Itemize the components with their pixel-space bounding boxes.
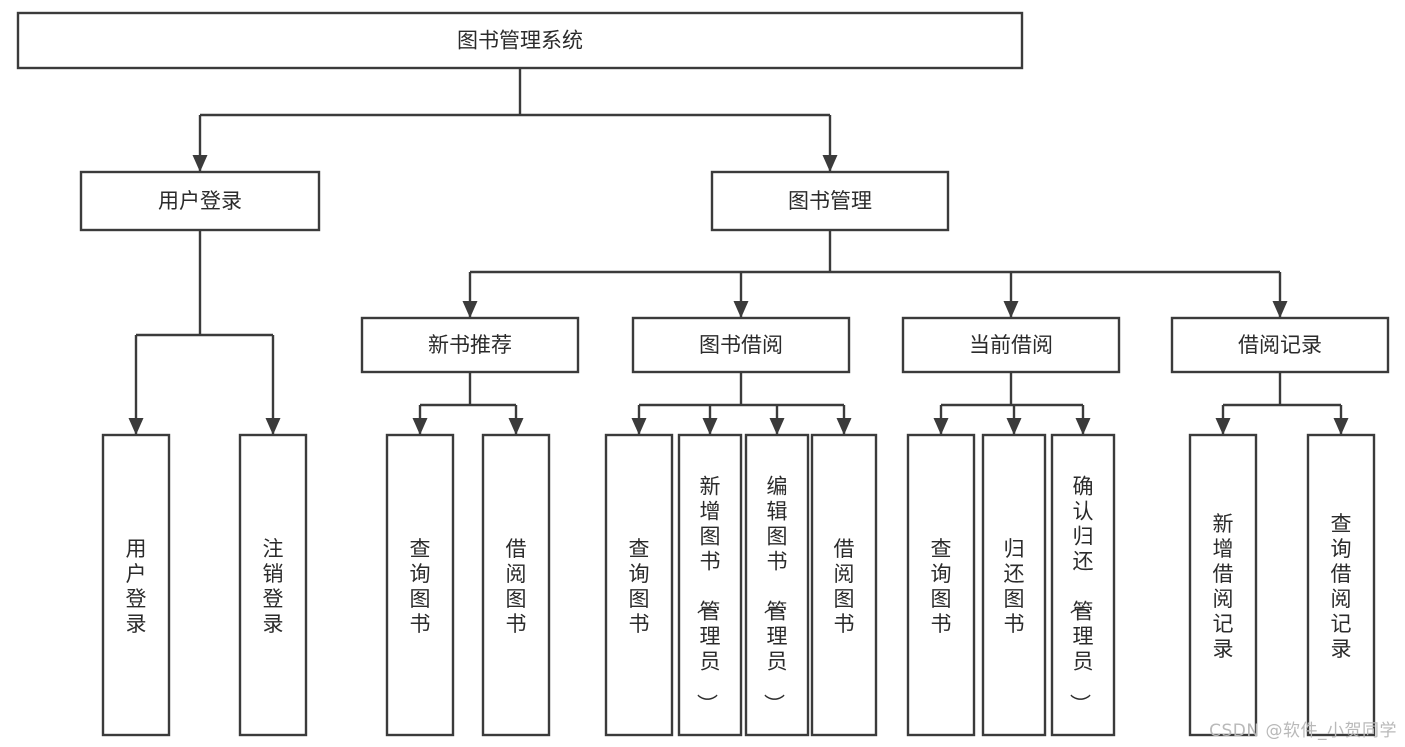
connector-layer — [128, 68, 1349, 435]
node-label: 借阅图书 — [834, 537, 855, 636]
node-leaf-cur-return[interactable]: 归还图书 — [981, 433, 1047, 737]
node-box — [385, 433, 455, 737]
node-user-login[interactable]: 用户登录 — [79, 170, 321, 232]
node-label: 新增借阅记录 — [1213, 512, 1234, 661]
node-leaf-cur-confirm[interactable]: 确认归还（管理员） — [1050, 433, 1116, 737]
node-label: 归还图书 — [1004, 537, 1025, 636]
node-box — [1170, 316, 1390, 374]
node-box — [1188, 433, 1258, 737]
node-label: 查询图书 — [410, 537, 431, 636]
arrow-head-icon — [702, 418, 718, 435]
arrow-head-icon — [933, 418, 949, 435]
node-leaf-rec-query[interactable]: 查询图书 — [385, 433, 455, 737]
node-leaf-borrow-query[interactable]: 查询图书 — [604, 433, 674, 737]
node-box — [101, 433, 171, 737]
node-box — [631, 316, 851, 374]
node-box — [16, 11, 1024, 70]
node-box — [481, 433, 551, 737]
arrow-head-icon — [265, 418, 281, 435]
arrow-head-icon — [836, 418, 852, 435]
node-box — [677, 433, 743, 737]
node-box — [744, 433, 810, 737]
node-layer: 图书管理系统用户登录图书管理新书推荐图书借阅当前借阅借阅记录用户登录注销登录查询… — [16, 11, 1390, 737]
node-label: 新增图书（管理员） — [695, 475, 721, 715]
node-root[interactable]: 图书管理系统 — [16, 11, 1024, 70]
node-box — [710, 170, 950, 232]
node-box — [79, 170, 321, 232]
node-box — [901, 316, 1121, 374]
node-box — [906, 433, 976, 737]
node-label: 图书借阅 — [699, 333, 783, 357]
node-leaf-rec-search[interactable]: 查询借阅记录 — [1306, 433, 1376, 737]
arrow-head-icon — [462, 301, 478, 318]
node-box — [1050, 433, 1116, 737]
arrow-head-icon — [192, 155, 208, 172]
node-label: 查询图书 — [629, 537, 650, 636]
arrow-head-icon — [1003, 301, 1019, 318]
node-label: 查询借阅记录 — [1331, 512, 1352, 661]
arrow-head-icon — [412, 418, 428, 435]
node-label: 确认归还（管理员） — [1068, 475, 1094, 715]
node-leaf-cur-query[interactable]: 查询图书 — [906, 433, 976, 737]
node-box — [981, 433, 1047, 737]
node-label: 用户登录 — [158, 189, 242, 213]
arrow-head-icon — [128, 418, 144, 435]
node-leaf-user-login[interactable]: 用户登录 — [101, 433, 171, 737]
node-label: 用户登录 — [126, 537, 147, 636]
arrow-head-icon — [769, 418, 785, 435]
node-label: 查询图书 — [931, 537, 952, 636]
arrow-head-icon — [1215, 418, 1231, 435]
node-box — [1306, 433, 1376, 737]
node-label: 借阅图书 — [506, 537, 527, 636]
node-label: 编辑图书（管理员） — [762, 475, 788, 715]
node-leaf-borrow-add[interactable]: 新增图书（管理员） — [677, 433, 743, 737]
arrow-head-icon — [1075, 418, 1091, 435]
node-leaf-rec-add[interactable]: 新增借阅记录 — [1188, 433, 1258, 737]
arrow-head-icon — [1272, 301, 1288, 318]
node-box — [810, 433, 878, 737]
arrow-head-icon — [631, 418, 647, 435]
node-leaf-borrow-edit[interactable]: 编辑图书（管理员） — [744, 433, 810, 737]
node-borrow-record[interactable]: 借阅记录 — [1170, 316, 1390, 374]
node-box — [238, 433, 308, 737]
arrow-head-icon — [1333, 418, 1349, 435]
node-label: 注销登录 — [263, 537, 284, 636]
arrow-head-icon — [822, 155, 838, 172]
node-new-book-rec[interactable]: 新书推荐 — [360, 316, 580, 374]
node-label: 借阅记录 — [1238, 333, 1322, 357]
arrow-head-icon — [508, 418, 524, 435]
node-label: 新书推荐 — [428, 333, 512, 357]
arrow-head-icon — [1006, 418, 1022, 435]
node-label: 当前借阅 — [969, 333, 1053, 357]
node-book-borrow[interactable]: 图书借阅 — [631, 316, 851, 374]
node-box — [360, 316, 580, 374]
node-label: 图书管理系统 — [457, 29, 583, 53]
node-leaf-borrow-lend[interactable]: 借阅图书 — [810, 433, 878, 737]
node-box — [604, 433, 674, 737]
arrow-head-icon — [733, 301, 749, 318]
node-book-manage[interactable]: 图书管理 — [710, 170, 950, 232]
node-leaf-user-logout[interactable]: 注销登录 — [238, 433, 308, 737]
node-leaf-rec-borrow[interactable]: 借阅图书 — [481, 433, 551, 737]
node-label: 图书管理 — [788, 189, 872, 213]
node-current-borrow[interactable]: 当前借阅 — [901, 316, 1121, 374]
